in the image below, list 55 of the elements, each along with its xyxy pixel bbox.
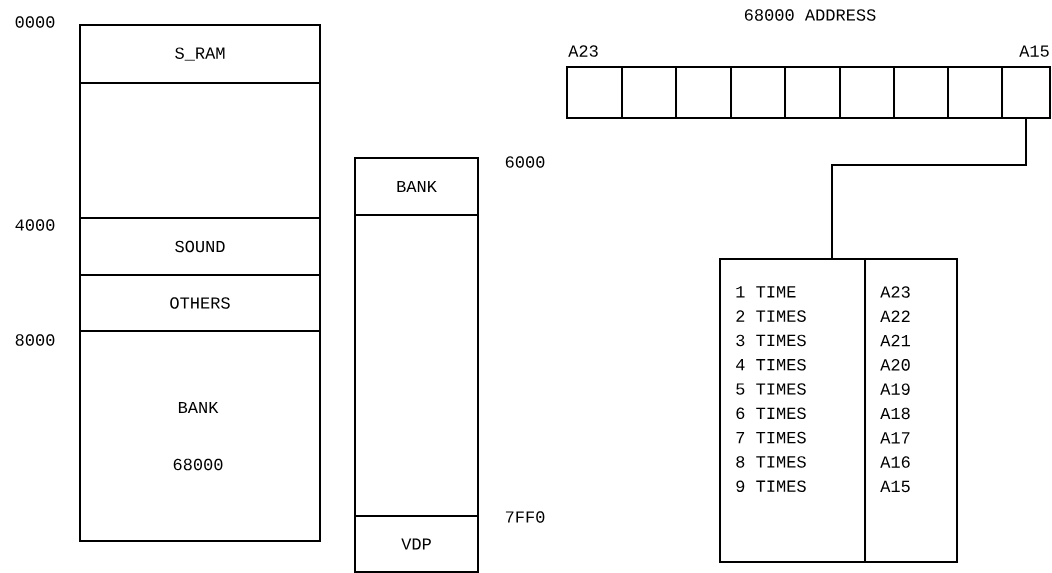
node-label: 7 TIMES <box>736 431 806 444</box>
node-label: A22 <box>880 310 910 322</box>
node-label: 8 TIMES <box>736 456 806 468</box>
node-label: 4 TIMES <box>736 358 806 371</box>
bit-cell <box>1001 45 1051 119</box>
node-label: 3 TIMES <box>736 334 806 347</box>
cell-text: OTHERS <box>170 297 230 309</box>
cell-text: BANK <box>178 401 219 414</box>
node-label: A15 <box>880 480 910 493</box>
bit-cell <box>730 66 786 119</box>
node-label: A23 <box>880 286 910 298</box>
node-label: 5 TIMES <box>736 383 806 395</box>
address-label: 7FF0 <box>505 511 545 523</box>
cell-text: 68000 <box>173 458 223 471</box>
node-label: A19 <box>880 383 910 395</box>
bit-cell <box>839 66 895 119</box>
bit-cell <box>784 66 841 119</box>
bit-cell <box>566 45 623 119</box>
bit-cell <box>947 66 1003 119</box>
table-column <box>864 258 958 563</box>
cell-text: S_RAM <box>175 47 225 61</box>
memory-cell <box>354 515 479 573</box>
memory-cell <box>79 217 321 276</box>
node-label: 1 TIME <box>736 286 796 298</box>
cell-text: SOUND <box>175 240 225 253</box>
bit-label: A23 <box>568 45 598 57</box>
bit-cell <box>675 66 732 119</box>
address-label: 4000 <box>15 219 55 231</box>
table-text: 1 TIME 2 TIMES 3 TIMES 4 TIMES 5 TIMES 6 TIMES 7 TIMES 8 TIMES 9 TIMES <box>736 286 806 492</box>
memory-cell <box>79 82 321 219</box>
node-label: 6 TIMES <box>736 407 806 420</box>
address-label: 0000 <box>15 16 55 28</box>
memory-cell <box>79 274 321 332</box>
cell-text: VDP <box>401 538 431 550</box>
cell-text: BANK <box>397 180 437 193</box>
table-text: A23 A22 A21 A20 A19 A18 A17 A16 A15 <box>880 286 910 493</box>
memory-cell <box>354 214 479 517</box>
bit-cell <box>621 66 677 119</box>
node-label: A20 <box>880 359 910 371</box>
node-label: A18 <box>880 407 910 420</box>
memory-cell <box>354 157 479 216</box>
bit-cell <box>893 66 949 119</box>
table-column <box>719 258 866 563</box>
node-label: A16 <box>880 456 910 468</box>
node-label: A17 <box>880 432 910 444</box>
memory-cell <box>79 330 321 542</box>
heading: 68000 ADDRESS <box>744 9 876 21</box>
connector-line <box>831 118 1027 260</box>
address-label: 6000 <box>505 156 545 168</box>
bit-label: A15 <box>1019 45 1049 57</box>
address-label: 8000 <box>15 334 55 346</box>
node-label: 2 TIMES <box>736 310 806 322</box>
node-label: 9 TIMES <box>736 480 806 492</box>
node-label: A21 <box>880 334 910 347</box>
memory-cell <box>79 24 321 84</box>
